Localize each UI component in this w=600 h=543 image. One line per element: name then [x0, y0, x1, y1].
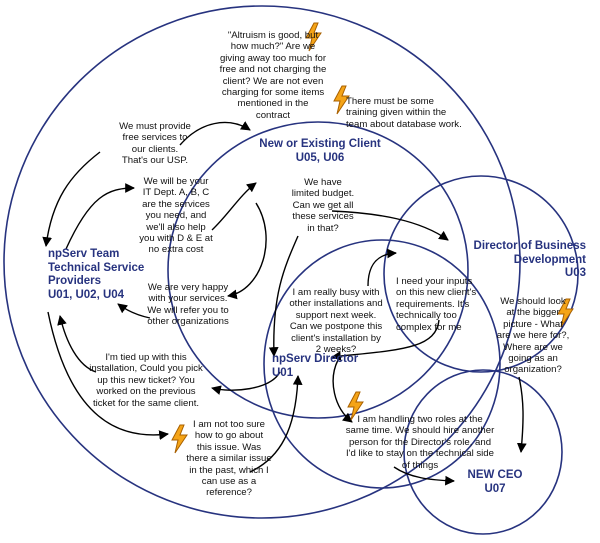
actor-business-dev-label: Director of Business Development U03	[473, 240, 586, 279]
note-limited-budget: We have limited budget. Can we get all t…	[291, 177, 355, 234]
note-happy: We are very happy with your services. We…	[147, 282, 229, 328]
arrow-team-to-it-dept	[65, 183, 135, 250]
client-circle	[167, 121, 469, 419]
arrow-two-roles-to-ceo	[393, 466, 455, 486]
note-training: There must be some training given within…	[346, 96, 462, 130]
ceo-circle	[403, 369, 563, 535]
arrow-budget-to-business-dev	[331, 210, 449, 241]
team-circle	[3, 5, 521, 519]
director-circle	[263, 239, 501, 489]
arrow-tied-up-to-team	[57, 315, 97, 373]
arrow-team-to-not-sure	[47, 311, 169, 440]
arrow-budget-to-director	[268, 235, 299, 357]
note-tied-up: I'm tied up with this installation, Coul…	[89, 352, 203, 409]
note-altruism: "Altruism is good, but how much?" Are we…	[219, 30, 327, 121]
actor-ceo-label: NEW CEO U07	[467, 469, 523, 495]
arrow-happy-to-team	[117, 303, 151, 319]
arrow-free-services-to-client	[179, 121, 251, 146]
note-free-services: We must provide free services to our cli…	[119, 121, 191, 167]
lightning-icon	[171, 424, 188, 454]
note-two-roles: I am handling two roles at the same time…	[345, 414, 495, 471]
note-bigger-picture: We should look at the bigger picture - W…	[496, 296, 570, 376]
note-not-sure: I am not too sure how to go about this i…	[186, 419, 272, 499]
business-dev-circle	[383, 175, 579, 373]
arrow-bigger-picture-to-ceo	[516, 376, 527, 453]
lightning-icon	[347, 391, 364, 421]
actor-client-label: New or Existing Client U05, U06	[259, 138, 381, 164]
arrow-inputs-to-director	[331, 319, 440, 361]
arrow-busy-to-business-dev	[367, 248, 397, 287]
actor-director-label: npServ Director U01	[272, 353, 359, 379]
arrow-director-to-two-roles	[332, 359, 353, 423]
note-it-dept: We will be your IT Dept. A, B, C are the…	[139, 176, 213, 256]
arrow-director-to-tied-up	[211, 371, 281, 395]
arrow-client-to-happy	[227, 202, 267, 300]
lightning-icon	[333, 85, 350, 115]
arrow-not-sure-to-director	[249, 375, 303, 473]
note-busy: I am really busy with other installation…	[289, 287, 383, 356]
actor-team-label: npServ Team Technical Service Providers …	[48, 248, 145, 301]
lightning-icon	[305, 22, 322, 52]
note-inputs: I need your inputs on this new client's …	[396, 276, 477, 333]
arrow-free-services-to-team	[42, 151, 101, 247]
arrow-it-dept-to-client	[211, 182, 257, 231]
lightning-icon	[557, 298, 574, 328]
